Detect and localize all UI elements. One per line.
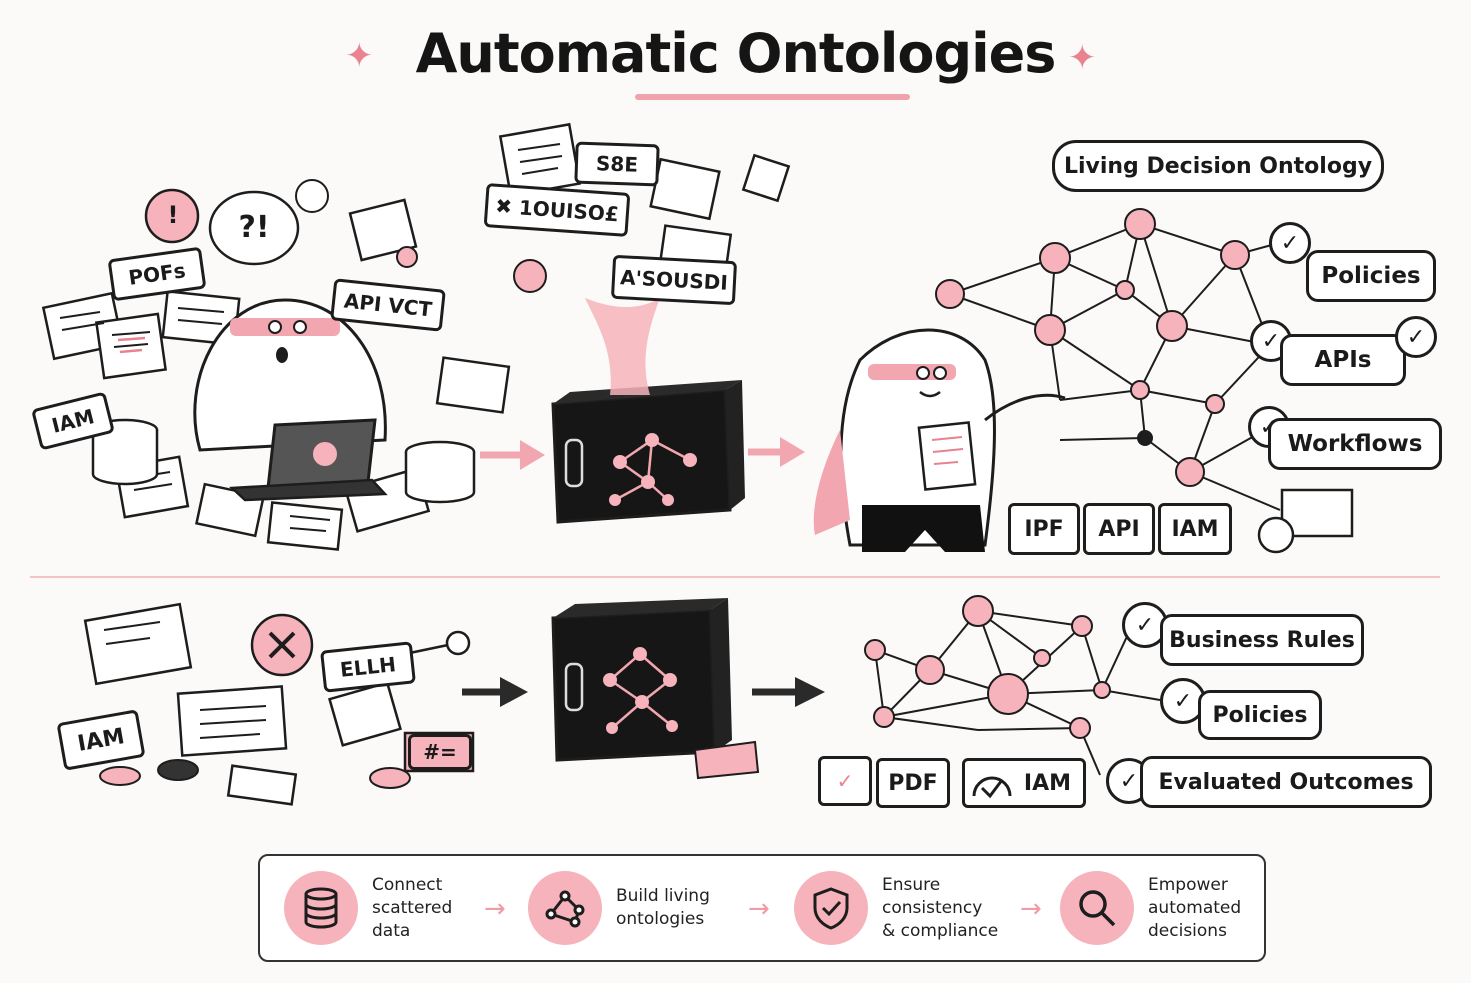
sparkle-icon: ✦ — [345, 36, 374, 76]
hash-tag: #= — [408, 734, 472, 770]
page-title: Automatic Ontologies — [415, 22, 1057, 85]
sparkle-icon: ✦ — [1068, 38, 1097, 78]
doc-check-tag: ✓ — [818, 756, 872, 806]
source-tag-iam-bottom: IAM — [962, 758, 1086, 808]
asousdi-tag: A'SOUSDI — [610, 254, 738, 306]
step-arrow-icon: → — [748, 894, 770, 924]
source-tag-api: API — [1083, 503, 1155, 555]
source-tag-pdf: PDF — [876, 758, 950, 808]
alert-bubble: ! — [155, 197, 191, 233]
output-business-rules: Business Rules — [1160, 614, 1364, 666]
source-tag-iam: IAM — [1158, 503, 1232, 555]
check-icon: ✓ — [1395, 316, 1437, 358]
graph-icon — [528, 871, 602, 945]
question-bubble: ?! — [238, 209, 270, 245]
output-apis: APIs — [1280, 334, 1406, 386]
check-icon: ✓ — [1269, 222, 1311, 264]
output-policies-top: Policies — [1306, 250, 1436, 302]
title-underline — [635, 94, 910, 100]
magnifier-icon — [1060, 871, 1134, 945]
database-icon — [284, 871, 358, 945]
output-workflows: Workflows — [1268, 418, 1442, 470]
gauge-icon — [972, 776, 1012, 799]
ontology-title-badge: Living Decision Ontology — [1052, 140, 1384, 192]
output-evaluated-outcomes: Evaluated Outcomes — [1140, 756, 1432, 808]
shield-check-icon — [794, 871, 868, 945]
step-arrow-icon: → — [1020, 894, 1042, 924]
output-policies-bottom: Policies — [1198, 690, 1322, 740]
s8e-tag: S8E — [574, 141, 660, 187]
section-divider — [30, 576, 1440, 578]
source-tag-ipf: IPF — [1008, 503, 1080, 555]
step-arrow-icon: → — [484, 894, 506, 924]
